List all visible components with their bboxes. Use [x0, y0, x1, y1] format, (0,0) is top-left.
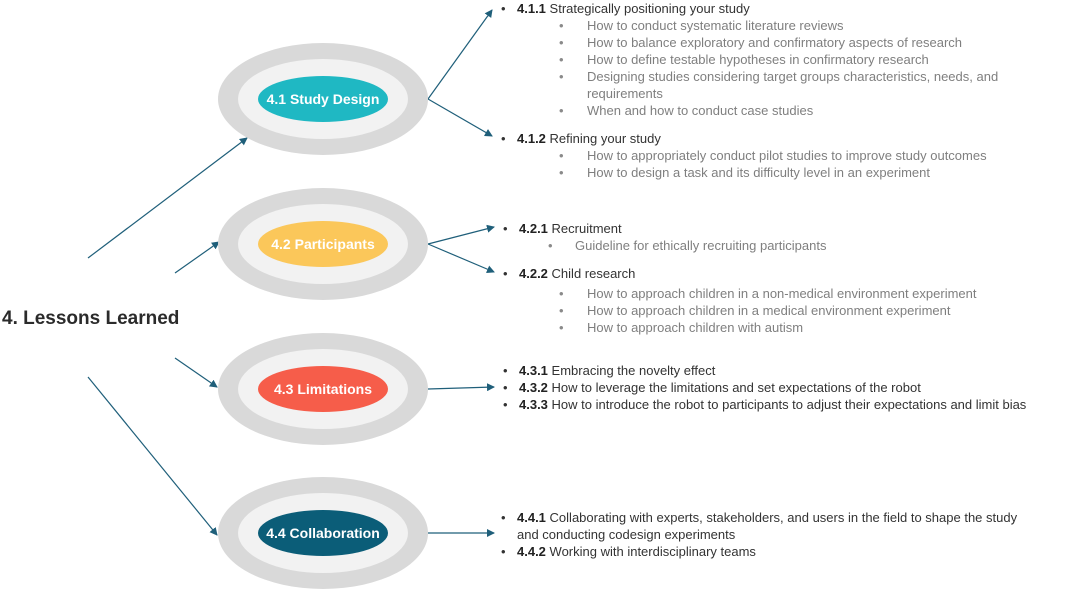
item-number: 4.3.1: [519, 363, 548, 378]
item-text: Refining your study: [549, 131, 661, 146]
item-4-4-1: 4.4.1 Collaborating with experts, stakeh…: [501, 509, 1037, 543]
sub-item: How to approach children with autism: [559, 319, 977, 336]
arrow-study-design-to-4-1-1: [427, 9, 493, 100]
item-text: How to introduce the robot to participan…: [551, 397, 1027, 412]
sub-item: When and how to conduct case studies: [559, 102, 1047, 119]
participants-items: 4.2.1 Recruitment Guideline for ethicall…: [503, 220, 977, 336]
root-title: 4. Lessons Learned: [2, 308, 180, 329]
item-4-2-2: 4.2.2 Child research: [503, 265, 977, 282]
item-4-3-1: 4.3.1 Embracing the novelty effect: [503, 362, 1026, 379]
node-participants: 4.2 Participants: [218, 188, 428, 300]
arrow-limitations-to-items: [427, 383, 495, 392]
collaboration-label: 4.4 Collaboration: [258, 510, 388, 556]
participants-label: 4.2 Participants: [258, 221, 388, 267]
limitations-items: 4.3.1 Embracing the novelty effect 4.3.2…: [503, 362, 1026, 413]
sub-item: Designing studies considering target gro…: [559, 68, 1047, 102]
sub-item: How to design a task and its difficulty …: [559, 164, 1047, 181]
item-number: 4.3.2: [519, 380, 548, 395]
arrow-root-to-study-design: [87, 137, 248, 259]
item-number: 4.3.3: [519, 397, 548, 412]
item-text: Collaborating with experts, stakeholders…: [517, 510, 1018, 542]
node-limitations: 4.3 Limitations: [218, 333, 428, 445]
item-number: 4.4.2: [517, 544, 546, 559]
item-4-3-2: 4.3.2 How to leverage the limitations an…: [503, 379, 1026, 396]
sub-item: How to define testable hypotheses in con…: [559, 51, 1047, 68]
arrow-participants-to-4-2-1: [427, 224, 495, 245]
arrow-participants-to-4-2-2: [427, 243, 495, 273]
item-number: 4.4.1: [517, 510, 546, 525]
sub-item: How to balance exploratory and confirmat…: [559, 34, 1047, 51]
item-text: How to leverage the limitations and set …: [551, 380, 921, 395]
item-text: Working with interdisciplinary teams: [549, 544, 756, 559]
item-4-3-3: 4.3.3 How to introduce the robot to part…: [503, 396, 1026, 413]
sub-item: How to approach children in a non-medica…: [559, 285, 977, 302]
arrow-root-to-participants: [174, 241, 220, 274]
sub-item: How to approach children in a medical en…: [559, 302, 977, 319]
node-collaboration: 4.4 Collaboration: [218, 477, 428, 589]
collaboration-items: 4.4.1 Collaborating with experts, stakeh…: [501, 509, 1037, 560]
item-number: 4.2.2: [519, 266, 548, 281]
arrow-study-design-to-4-1-2: [427, 98, 493, 137]
arrow-root-to-limitations: [174, 357, 218, 388]
arrow-root-to-collaboration: [87, 376, 218, 536]
sub-item: How to conduct systematic literature rev…: [559, 17, 1047, 34]
sub-item: How to appropriately conduct pilot studi…: [559, 147, 1047, 164]
sub-item: Guideline for ethically recruiting parti…: [548, 237, 977, 254]
item-4-1-1: 4.1.1 Strategically positioning your stu…: [501, 0, 1047, 17]
item-number: 4.2.1: [519, 221, 548, 236]
node-study-design: 4.1 Study Design: [218, 43, 428, 155]
item-4-1-2: 4.1.2 Refining your study: [501, 130, 1047, 147]
limitations-label: 4.3 Limitations: [258, 366, 388, 412]
item-number: 4.1.1: [517, 1, 546, 16]
item-text: Child research: [551, 266, 636, 281]
item-text: Strategically positioning your study: [549, 1, 750, 16]
study-design-items: 4.1.1 Strategically positioning your stu…: [501, 0, 1047, 181]
item-number: 4.1.2: [517, 131, 546, 146]
item-text: Recruitment: [551, 221, 622, 236]
item-4-4-2: 4.4.2 Working with interdisciplinary tea…: [501, 543, 1037, 560]
item-4-2-1: 4.2.1 Recruitment: [503, 220, 977, 237]
study-design-label: 4.1 Study Design: [258, 76, 388, 122]
item-text: Embracing the novelty effect: [551, 363, 716, 378]
